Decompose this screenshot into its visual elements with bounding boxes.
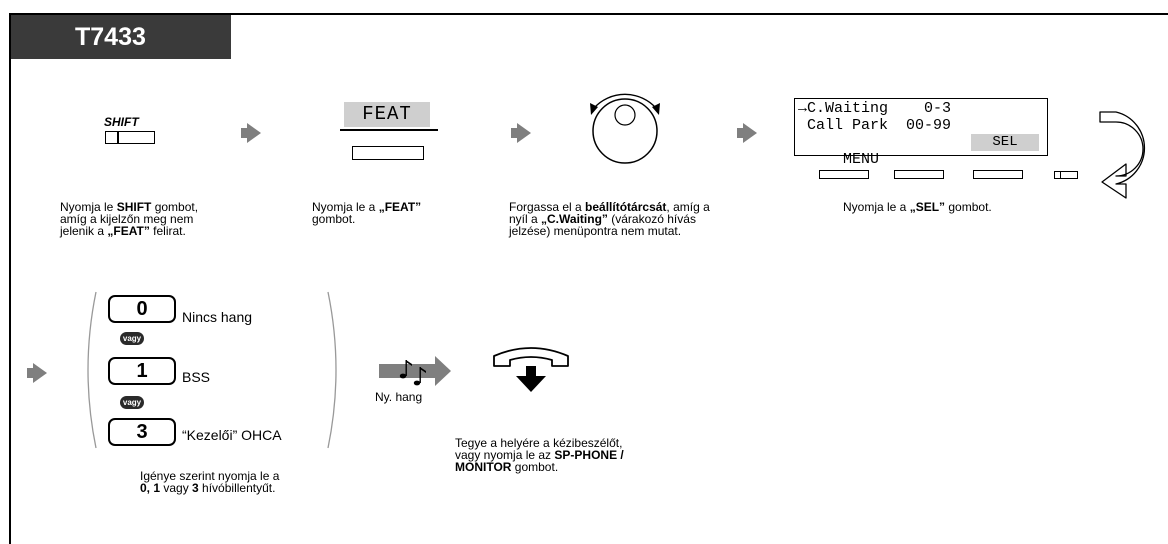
option-3-label: “Kezelői” OHCA: [182, 427, 282, 443]
soft-key-2[interactable]: [894, 170, 944, 179]
or-badge: vagy: [120, 396, 144, 409]
diagram-frame: [9, 13, 1168, 544]
step4-caption: Nyomja le a „SEL” gombot.: [843, 200, 992, 214]
shift-button[interactable]: [105, 131, 155, 144]
lcd-menu-label: MENU: [834, 151, 880, 168]
tone-arrow-icon: [379, 356, 451, 386]
lcd-display: →C.Waiting 0-3 Call Park 00-99 MENU SEL: [794, 98, 1048, 168]
arrow-right-icon: [27, 363, 47, 383]
shift-button-label: SHIFT: [104, 115, 139, 129]
lcd-sel-label: SEL: [971, 134, 1039, 151]
arrow-right-icon: [511, 123, 531, 143]
jog-dial-icon[interactable]: [580, 86, 670, 172]
left-bracket: [87, 291, 97, 449]
step3-caption: Forgassa el a beállítótárcsát, amíg a ny…: [509, 200, 710, 238]
step2-caption: Nyomja le a „FEAT” gombot.: [312, 200, 422, 226]
handset-hangup-icon: [493, 347, 569, 392]
arrow-right-icon: [737, 123, 757, 143]
step6-caption: Tegye a helyére a kézibeszélőt, vagy nyo…: [455, 436, 624, 474]
soft-key-sel[interactable]: [973, 170, 1023, 179]
feat-divider: [340, 129, 438, 131]
lcd-row-1: →C.Waiting 0-3: [798, 100, 952, 117]
key-1[interactable]: 1: [108, 357, 176, 385]
tone-label: Ny. hang: [375, 390, 423, 404]
uturn-arrow-icon: [1099, 111, 1146, 199]
step1-caption: Nyomja le SHIFT gombot, amíg a kijelzőn …: [60, 200, 199, 238]
soft-key-1[interactable]: [819, 170, 869, 179]
feat-button[interactable]: [352, 146, 424, 160]
key-0[interactable]: 0: [108, 295, 176, 323]
option-0-label: Nincs hang: [182, 309, 253, 325]
step5-caption: Igénye szerint nyomja le a 0, 1 vagy 3 h…: [140, 469, 280, 495]
option-1-label: BSS: [182, 369, 211, 385]
arrow-right-icon: [241, 123, 261, 143]
model-tab: T7433: [11, 15, 231, 59]
lcd-row-3: MENU SEL: [798, 134, 1047, 168]
or-badge: vagy: [120, 332, 144, 345]
key-3[interactable]: 3: [108, 418, 176, 446]
feat-display-label: FEAT: [344, 102, 430, 127]
soft-key-small[interactable]: [1054, 171, 1078, 179]
lcd-row-2: Call Park 00-99: [798, 117, 952, 134]
right-bracket: [327, 291, 337, 449]
